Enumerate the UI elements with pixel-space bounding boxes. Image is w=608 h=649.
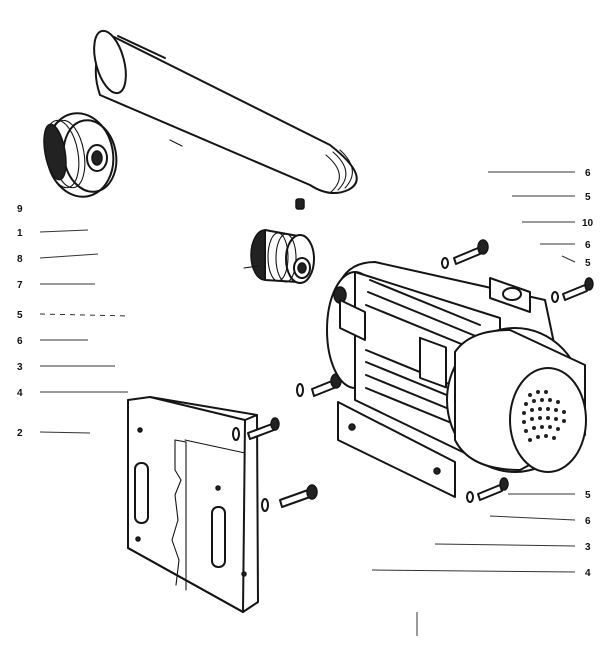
callout-left-8: 4: [17, 388, 23, 399]
callout-left-6: 6: [17, 336, 23, 347]
callout-left-9: 2: [17, 428, 23, 439]
callout-right-4: 6: [585, 240, 591, 251]
motor-pulley-large: [43, 112, 118, 198]
left-callouts: 9 1 8 7 5 6 3 4 2: [17, 204, 23, 439]
callout-left-4: 7: [17, 280, 23, 291]
callout-left-2: 1: [17, 228, 23, 239]
callout-left-5: 5: [17, 310, 23, 321]
callout-right-2: 5: [585, 192, 591, 203]
callout-left-3: 8: [17, 254, 23, 265]
motor-pulley-small: [243, 229, 315, 284]
right-callouts: 6 5 10 6 5 5 6 3 4: [582, 168, 594, 579]
belt-guard-cone: [93, 29, 358, 195]
electric-motor: [326, 261, 587, 498]
set-screw: [295, 198, 305, 210]
callout-right-7: 6: [585, 516, 591, 527]
callout-right-3: 10: [582, 218, 594, 229]
leader-lines: [39, 171, 576, 636]
callout-right-5: 5: [585, 258, 591, 269]
callout-right-9: 4: [585, 568, 591, 579]
callout-right-1: 6: [585, 168, 591, 179]
callout-right-8: 3: [585, 542, 591, 553]
motor-mount-plate: [127, 396, 259, 613]
callout-left-7: 3: [17, 362, 23, 373]
callout-left-1: 9: [17, 204, 23, 215]
callout-right-6: 5: [585, 490, 591, 501]
